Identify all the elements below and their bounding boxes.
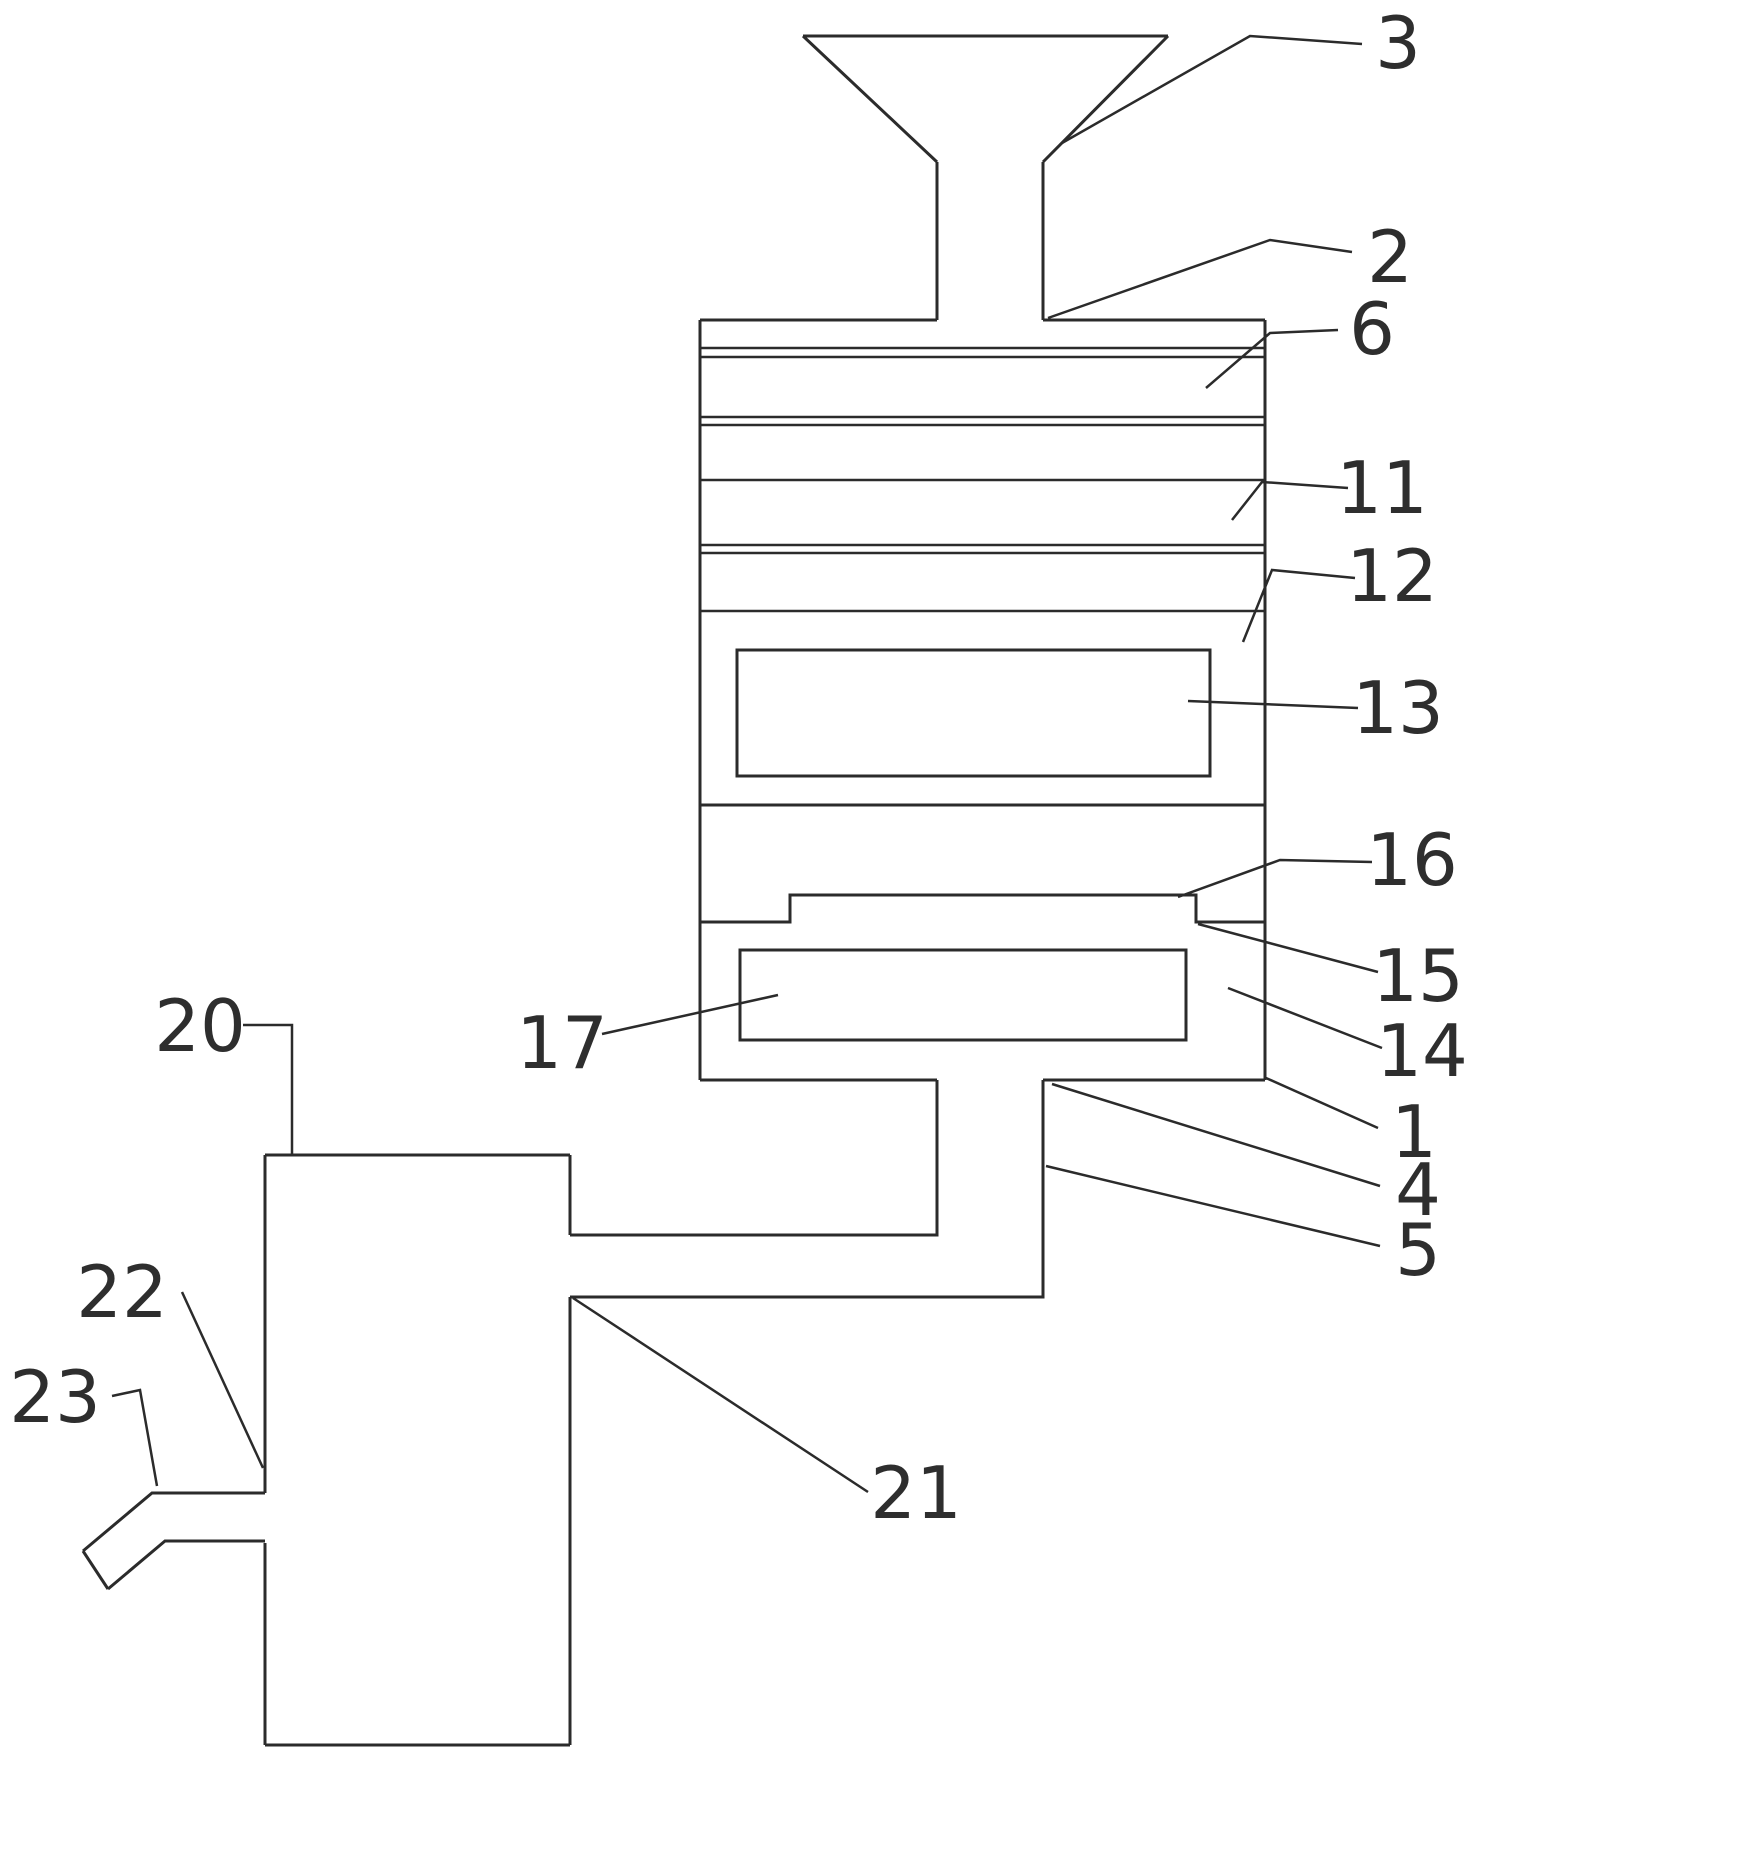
stepped-shelf (700, 893, 1265, 924)
label-5: 5 (1395, 1208, 1441, 1292)
feed-funnel (801, 34, 1170, 320)
funnel-left-slope (801, 34, 939, 164)
inner-block-upper (735, 648, 1212, 778)
leader-3 (1061, 34, 1363, 145)
main-housing (698, 318, 1267, 1082)
label-22: 22 (76, 1250, 168, 1334)
discharge-spout (81, 1491, 265, 1591)
leader-5 (1045, 1164, 1381, 1248)
leader-21 (572, 1296, 869, 1494)
leader-4 (1051, 1082, 1381, 1188)
leader-23 (111, 1388, 159, 1487)
label-16: 16 (1366, 818, 1458, 902)
leader-lines (111, 34, 1383, 1494)
label-20: 20 (154, 984, 246, 1068)
leader-13 (1187, 699, 1359, 710)
label-1: 1 (1391, 1090, 1437, 1174)
collection-box (263, 1153, 572, 1747)
leader-17 (601, 993, 779, 1036)
leader-11 (1231, 480, 1349, 521)
pipe-lower-wall (570, 1080, 1045, 1299)
label-2: 2 (1367, 215, 1413, 299)
spout-upper-wall (82, 1491, 265, 1553)
leader-14 (1227, 986, 1383, 1050)
discharge-pipe (570, 1080, 1045, 1299)
label-3: 3 (1375, 1, 1421, 85)
funnel-right-slope (1041, 34, 1170, 164)
label-12: 12 (1346, 534, 1438, 618)
label-4: 4 (1395, 1148, 1441, 1232)
label-14: 14 (1376, 1009, 1468, 1093)
label-13: 13 (1352, 666, 1444, 750)
leader-15 (1197, 922, 1379, 974)
leader-1 (1265, 1076, 1379, 1130)
screen-layers (700, 346, 1265, 807)
leader-6 (1205, 328, 1339, 389)
inner-block-lower (738, 948, 1188, 1042)
spout-lower-wall (107, 1539, 265, 1591)
leader-16 (1177, 858, 1373, 899)
label-15: 15 (1372, 934, 1464, 1018)
reference-labels: 3 2 6 11 12 13 16 15 14 1 4 5 17 20 22 2… (9, 1, 1468, 1535)
label-23: 23 (9, 1355, 101, 1439)
label-11: 11 (1336, 446, 1428, 530)
leader-22 (180, 1291, 265, 1469)
leader-20 (243, 1023, 294, 1155)
leader-2 (1047, 238, 1353, 320)
label-6: 6 (1349, 287, 1395, 371)
label-21: 21 (870, 1451, 962, 1535)
leader-12 (1241, 568, 1356, 643)
pipe-upper-wall (570, 1080, 939, 1237)
label-17: 17 (516, 1001, 608, 1085)
spout-end-cap (81, 1550, 110, 1590)
